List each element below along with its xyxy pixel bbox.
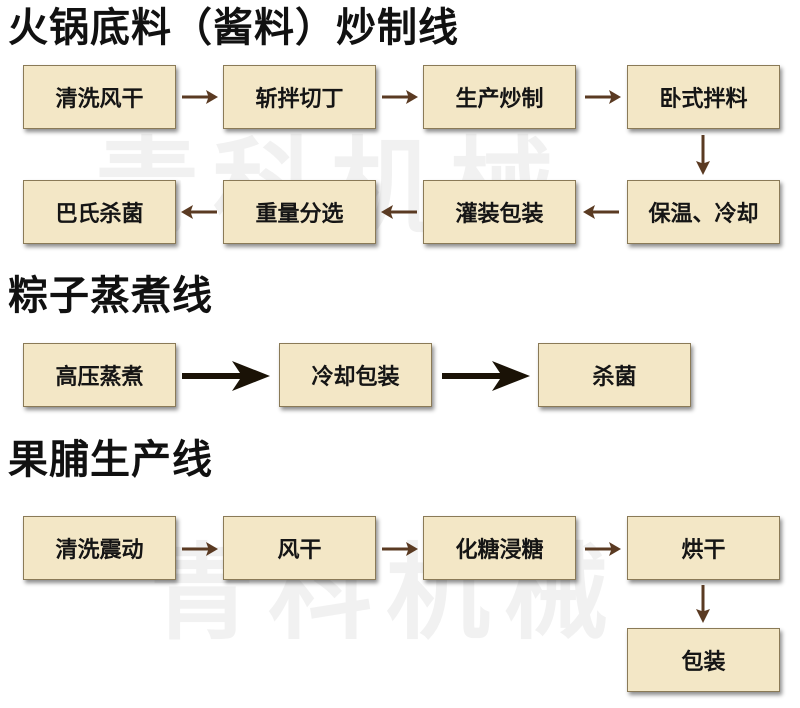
arrow-down-icon [696, 135, 710, 175]
arrow-right-icon [585, 90, 621, 104]
step-insulate-cool: 保温、冷却 [627, 180, 780, 244]
step-sterilize: 杀菌 [538, 343, 691, 407]
step-chop-dice: 斩拌切丁 [223, 65, 376, 129]
step-cool-pack: 冷却包装 [279, 343, 432, 407]
arrow-left-icon [583, 205, 619, 219]
step-weight-sort: 重量分选 [223, 180, 376, 244]
step-pasteurize: 巴氏杀菌 [23, 180, 176, 244]
arrow-right-icon [182, 542, 218, 556]
arrow-right-icon [585, 542, 621, 556]
step-horizontal-mix: 卧式拌料 [627, 65, 780, 129]
step-clean-air-dry: 清洗风干 [23, 65, 176, 129]
step-fill-pack: 灌装包装 [423, 180, 576, 244]
step-sugar-soak: 化糖浸糖 [423, 516, 576, 580]
arrow-right-icon [382, 90, 418, 104]
arrow-right-icon [382, 542, 418, 556]
step-stir-fry: 生产炒制 [423, 65, 576, 129]
step-pressure-steam: 高压蒸煮 [23, 343, 176, 407]
step-air-dry: 风干 [223, 516, 376, 580]
step-wash-vibrate: 清洗震动 [23, 516, 176, 580]
section1-title: 火锅底料（酱料）炒制线 [8, 5, 459, 51]
arrow-right-big-icon [442, 361, 530, 391]
arrow-right-big-icon [182, 361, 270, 391]
step-bake-dry: 烘干 [627, 516, 780, 580]
section2-title: 粽子蒸煮线 [8, 273, 213, 319]
section3-title: 果脯生产线 [8, 437, 213, 483]
arrow-left-icon [181, 205, 217, 219]
step-package: 包装 [627, 628, 780, 692]
arrow-down-icon [696, 585, 710, 623]
arrow-left-icon [381, 205, 417, 219]
arrow-right-icon [182, 90, 218, 104]
